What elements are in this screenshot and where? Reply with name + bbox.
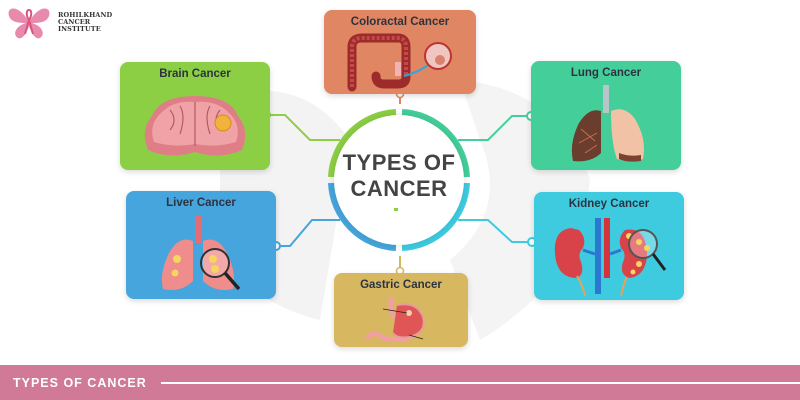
card-title: Lung Cancer [570,67,642,79]
center-ring [328,109,470,251]
butterfly-ribbon-icon [8,8,50,39]
card-gastric-cancer: Gastric Cancer [334,273,468,347]
center-accent-dot [394,207,398,211]
logo-line-1: ROHILKHAND [58,10,113,19]
card-title: Liver Cancer [166,197,236,209]
center-title-line-1: TYPES OF [342,149,456,175]
footer-title: TYPES OF CANCER [13,375,147,390]
card-colorectal-cancer: Coloractal Cancer [324,10,476,94]
kidney-magnifier-illustration-icon [554,218,667,296]
lungs-illustration-icon [571,85,644,162]
card-liver-cancer: Liver Cancer [126,191,276,299]
card-kidney-cancer: Kidney Cancer [534,192,684,300]
card-title: Brain Cancer [159,68,231,80]
footer-banner: TYPES OF CANCER [0,365,800,400]
lungs-magnifier-illustration-icon [161,215,241,291]
card-title: Gastric Cancer [360,279,442,291]
logo-line-2: CANCER [58,17,91,26]
stomach-illustration-icon [364,297,425,342]
footer-divider [160,381,800,384]
card-title: Kidney Cancer [568,198,650,210]
logo-text: ROHILKHAND CANCER INSTITUTE [58,10,113,33]
colon-illustration-icon [347,33,452,92]
card-title: Coloractal Cancer [350,16,450,28]
brain-illustration-icon [144,96,246,156]
institute-logo: ROHILKHAND CANCER INSTITUTE [4,2,112,42]
card-lung-cancer: Lung Cancer [531,61,681,170]
card-brain-cancer: Brain Cancer [120,62,270,170]
logo-line-3: INSTITUTE [58,24,101,33]
center-title-line-2: CANCER [350,175,448,201]
center-title-circle: TYPES OF CANCER [334,115,464,245]
